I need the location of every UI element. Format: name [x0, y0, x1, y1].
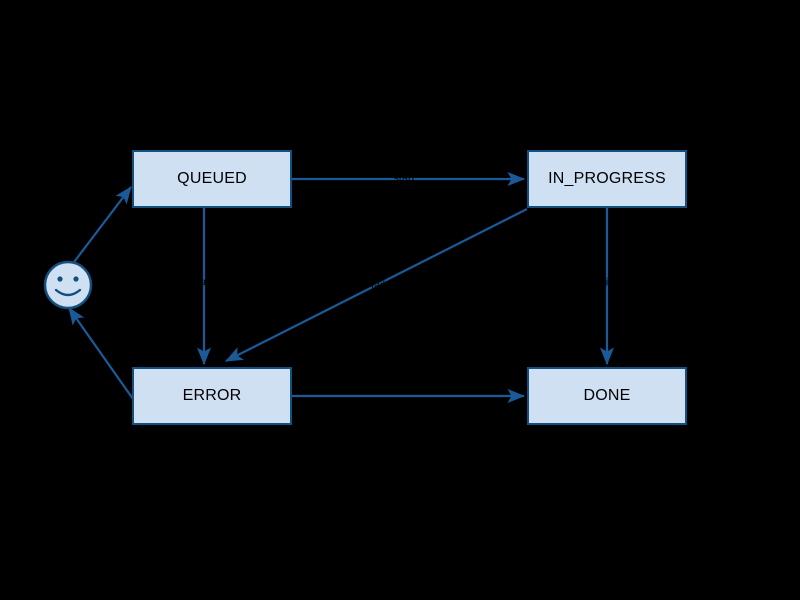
start-node-group[interactable] [43, 260, 93, 310]
edge-label-queued-to-error: fail [196, 276, 212, 289]
smiley-right-eye-icon [73, 276, 79, 282]
edges-group [68, 171, 615, 404]
edge-error-to-start[interactable] [68, 307, 134, 400]
state-label-in-progress: IN_PROGRESS [548, 170, 666, 187]
smiley-mouth-icon [54, 288, 82, 297]
state-label-done: DONE [583, 387, 631, 404]
start-node-circle[interactable] [43, 260, 93, 310]
edge-label-queued-to-in-progress: start [393, 172, 415, 185]
state-node-queued[interactable]: QUEUED [132, 150, 292, 208]
state-node-in-progress[interactable]: IN_PROGRESS [527, 150, 687, 208]
smiley-left-eye-icon [57, 276, 63, 282]
edge-in-progress-to-error[interactable] [225, 208, 528, 362]
edge-label-in-progress-to-error: fail [370, 279, 386, 292]
state-label-error: ERROR [182, 387, 242, 404]
state-node-done[interactable]: DONE [527, 367, 687, 425]
state-node-error[interactable]: ERROR [132, 367, 292, 425]
edge-label-in-progress-to-done: finish [594, 276, 620, 289]
edge-start-to-queued[interactable] [70, 186, 132, 267]
state-label-queued: QUEUED [177, 170, 247, 187]
